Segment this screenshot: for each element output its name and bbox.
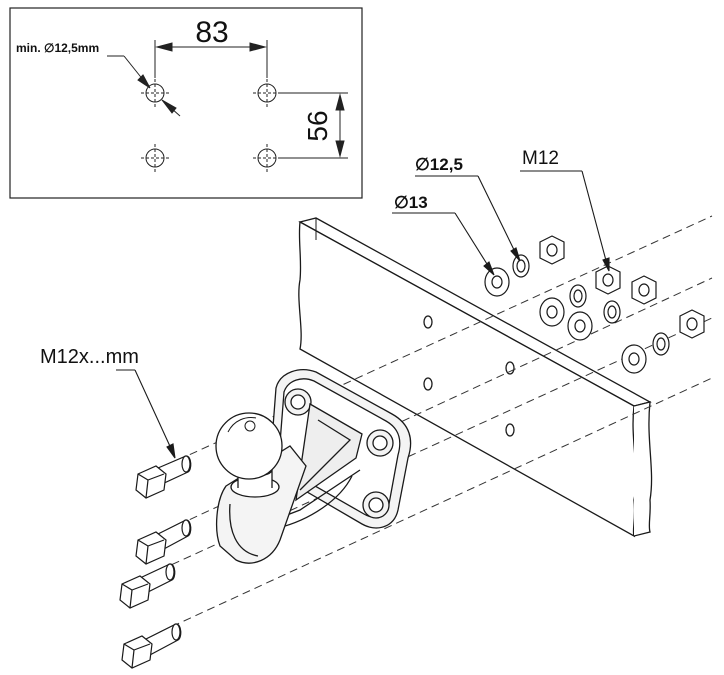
washer-spring-1 xyxy=(512,254,530,278)
washer-flat-1 xyxy=(484,267,510,297)
bolt-3 xyxy=(119,563,176,609)
washer-flat-2 xyxy=(539,297,565,327)
diameter-leader xyxy=(107,55,181,117)
nut-3 xyxy=(631,275,657,305)
callout-leaders xyxy=(116,170,610,459)
towbar-body xyxy=(215,369,412,564)
washer-spring-2 xyxy=(569,284,587,308)
inset-frame xyxy=(9,7,363,199)
dimension-horizontal xyxy=(154,40,268,78)
hole-top-left xyxy=(141,79,169,107)
bolt-size-label: M12x...mm xyxy=(40,346,139,368)
dimension-83-label: 83 xyxy=(195,16,228,49)
washer-spring-3 xyxy=(603,300,621,324)
bolt-2 xyxy=(135,519,192,565)
min-diameter-label: min. ∅12,5mm xyxy=(16,41,99,55)
hole-top-right xyxy=(253,79,281,107)
nut-4 xyxy=(679,309,705,339)
dimension-56-label: 56 xyxy=(302,110,333,141)
washer-spring-4 xyxy=(652,332,670,356)
washer-diameter-13-label: ∅13 xyxy=(394,193,428,212)
washer-flat-4 xyxy=(621,344,647,374)
mounting-beam xyxy=(298,217,653,538)
hole-bottom-left xyxy=(141,144,169,172)
nut-size-label: M12 xyxy=(522,148,559,169)
bolt-1 xyxy=(135,455,192,499)
dimension-vertical xyxy=(280,92,348,159)
hole-pattern-inset: 83 56 min. ∅12,5mm xyxy=(9,7,363,199)
spring-washer-diameter-label: ∅12,5 xyxy=(415,155,463,174)
washer-flat-3 xyxy=(567,311,593,341)
hole-bottom-right xyxy=(253,144,281,172)
nut-1 xyxy=(539,235,565,265)
bolt-4 xyxy=(121,623,182,669)
